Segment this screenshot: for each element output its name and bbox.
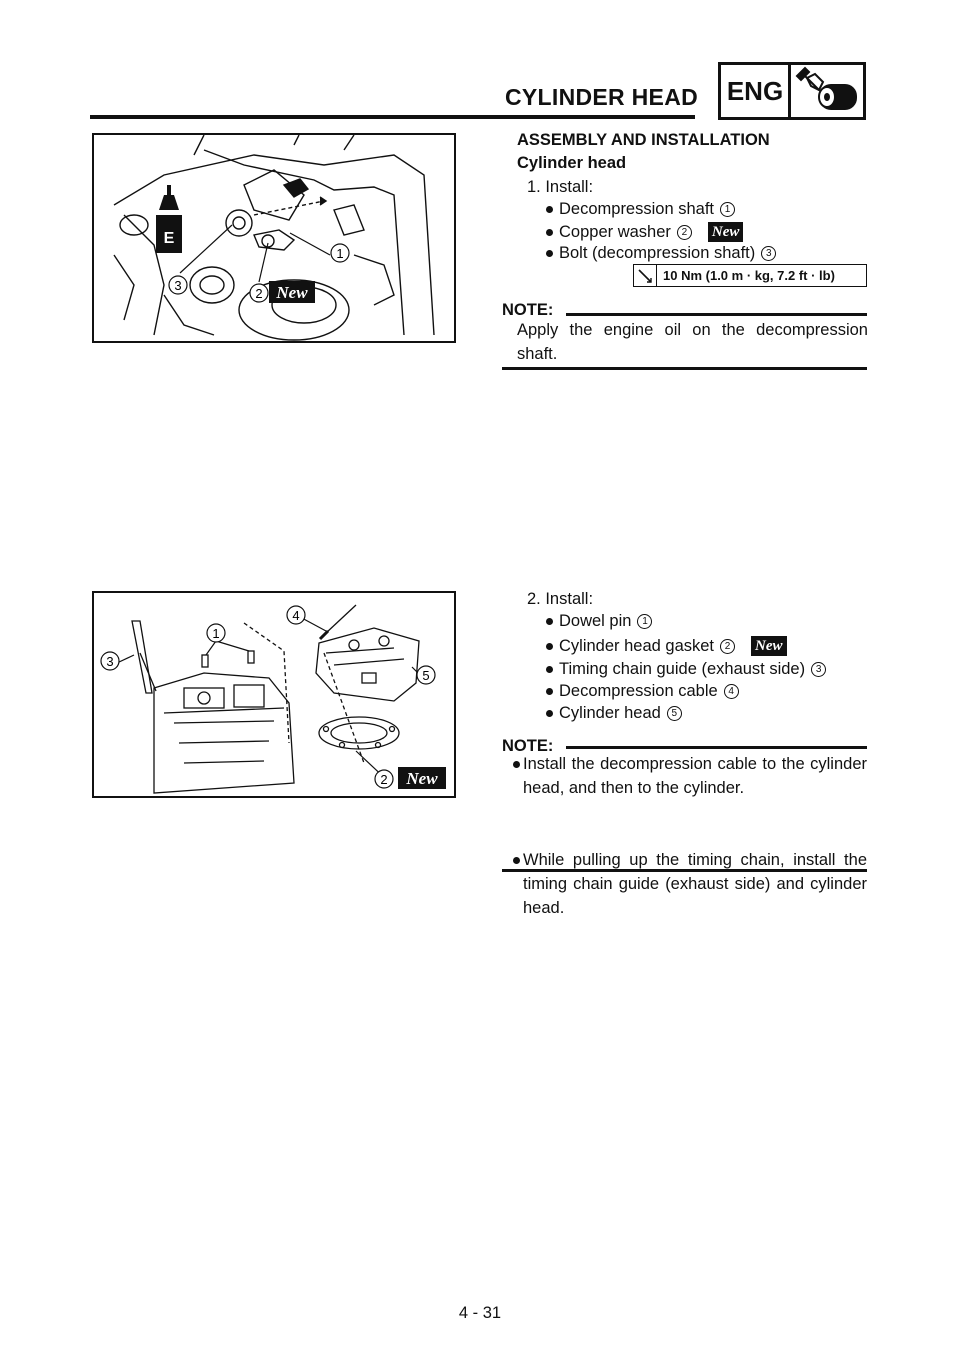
note-text: Apply the engine oil on the decompressio… <box>517 321 868 363</box>
svg-text:5: 5 <box>422 668 429 683</box>
step-2-label: 2. Install: <box>527 590 594 608</box>
callout-3: 3 <box>100 651 120 671</box>
page-number: 4 - 31 <box>458 1304 502 1322</box>
torque-wrench-icon <box>634 265 657 286</box>
page-title: CYLINDER HEAD <box>505 84 699 110</box>
figure-cylinder-head-install: 1 2 3 4 5 New <box>92 591 456 798</box>
step-1-label: 1. Install: <box>527 178 594 196</box>
callout-1: 1 <box>206 623 226 643</box>
new-badge-fig2 <box>398 767 446 789</box>
engine-oil-icon <box>156 185 182 253</box>
svg-text:2: 2 <box>255 286 262 301</box>
note-bullet: While pulling up the timing chain, insta… <box>513 848 867 920</box>
svg-text:4: 4 <box>292 608 299 623</box>
sub-heading: Cylinder head <box>517 154 627 172</box>
cylinder-head-exploded-illustration: 1 2 3 4 5 New <box>100 604 446 794</box>
svg-text:New: New <box>405 769 438 788</box>
svg-text:3: 3 <box>174 278 181 293</box>
callout-4: 4 <box>286 605 306 625</box>
note-rule <box>566 746 867 749</box>
note-rule <box>566 313 867 316</box>
callout-1: 1 <box>330 243 350 263</box>
svg-text:1: 1 <box>336 246 343 261</box>
note-label: NOTE: <box>502 737 554 755</box>
figure-decompression-shaft: E 1 2 3 New <box>92 133 456 343</box>
torque-spec: 10 Nm (1.0 m · kg, 7.2 ft · lb) <box>633 264 867 287</box>
decompression-shaft-illustration: E 1 2 3 New <box>113 135 435 341</box>
svg-text:1: 1 <box>212 626 219 641</box>
note-label: NOTE: <box>502 301 554 319</box>
section-tag-divider <box>788 62 791 120</box>
new-badge: New <box>707 222 744 242</box>
new-badge-fig1 <box>269 281 315 303</box>
header-rule <box>90 115 695 119</box>
callout-3: 3 <box>168 275 188 295</box>
note-end-rule <box>502 367 867 370</box>
callout-2: 2 <box>374 769 394 789</box>
note-end-rule <box>502 869 867 872</box>
oil-mark-label: E <box>164 230 175 247</box>
callout-5: 5 <box>416 665 436 685</box>
svg-text:3: 3 <box>106 654 113 669</box>
list-item: Bolt (decompression shaft)3 <box>546 244 777 263</box>
list-item: Timing chain guide (exhaust side)3 <box>546 660 827 679</box>
section-tag-label: ENG <box>726 76 784 106</box>
section-heading: ASSEMBLY AND INSTALLATION <box>517 131 770 149</box>
section-tag-box <box>718 62 866 120</box>
note-bullet: Install the decompression cable to the c… <box>513 752 867 800</box>
engine-wrench-icon <box>793 64 865 123</box>
svg-text:New: New <box>275 283 308 302</box>
svg-text:2: 2 <box>380 772 387 787</box>
new-badge: New <box>751 636 787 656</box>
callout-2: 2 <box>249 283 269 303</box>
